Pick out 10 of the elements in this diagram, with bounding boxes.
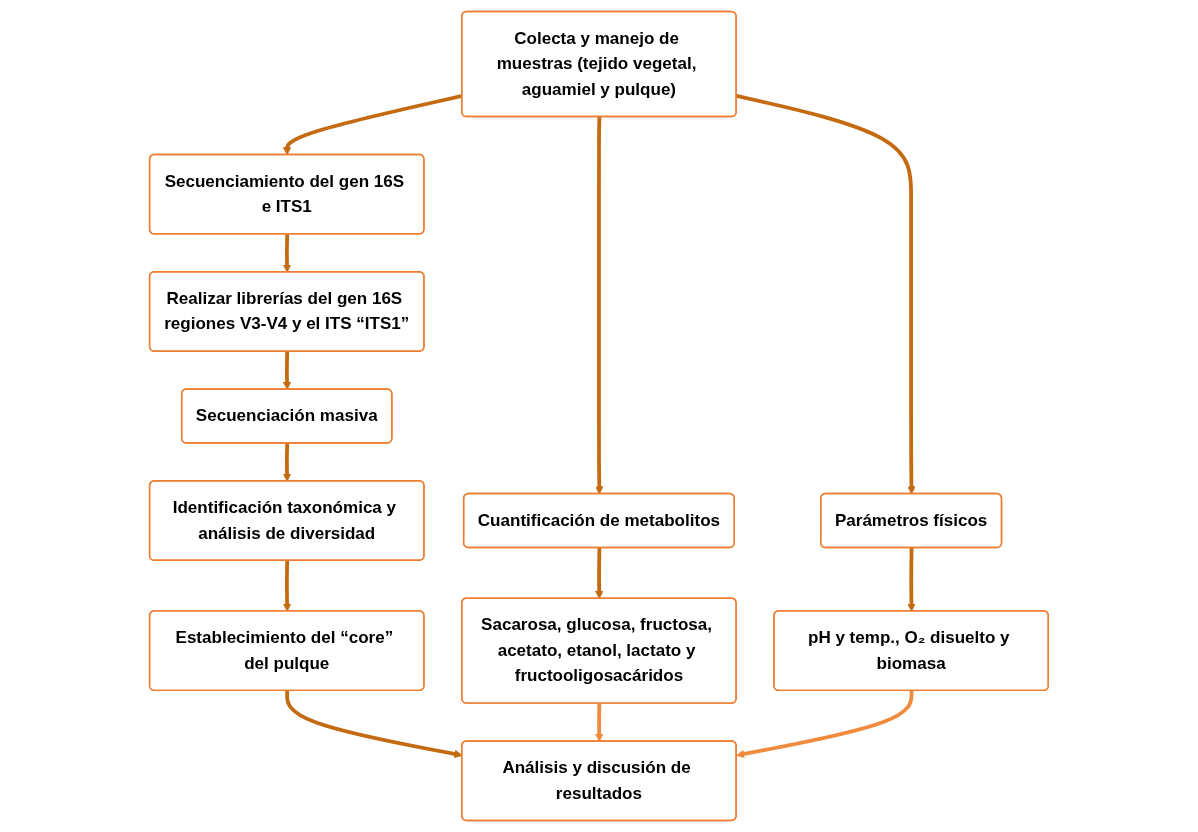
arrow xyxy=(907,547,916,612)
arrow xyxy=(282,443,292,482)
arrow xyxy=(282,351,292,390)
arrow xyxy=(595,703,604,742)
arrow xyxy=(595,547,604,599)
arrow xyxy=(282,234,292,273)
arrow xyxy=(736,690,914,759)
arrow xyxy=(595,117,604,495)
arrow xyxy=(736,94,916,495)
arrow xyxy=(283,560,292,612)
